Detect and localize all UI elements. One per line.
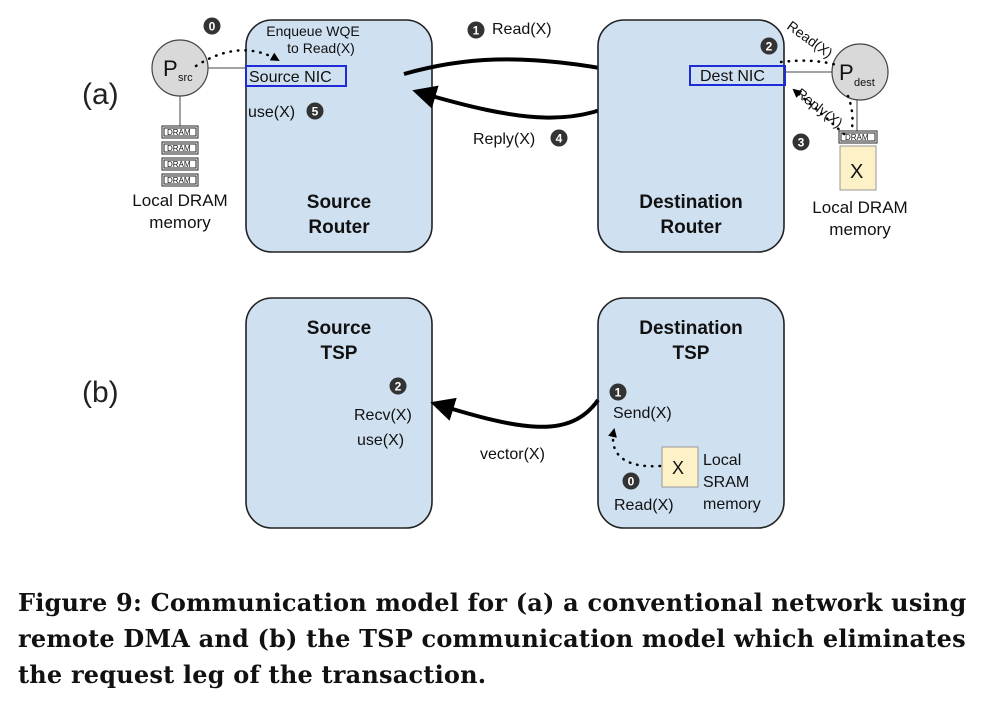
dest-read-dotted (779, 59, 842, 68)
p-src-node: P src (151, 39, 209, 97)
source-tsp-title-1: Source (307, 318, 371, 339)
reply-label: Reply(X) (473, 131, 535, 148)
dest-read-label: Read(X) (784, 17, 836, 61)
svg-text:DRAM: DRAM (167, 128, 191, 137)
recv-label: Recv(X) (354, 407, 412, 424)
step-5-badge: 5 (306, 102, 324, 120)
read-label: Read(X) (492, 21, 552, 38)
vector-label: vector(X) (480, 446, 545, 463)
destination-tsp-title-2: TSP (673, 343, 710, 364)
svg-text:P: P (839, 60, 854, 85)
dest-reply-label: Reply(X) (793, 85, 846, 131)
local-sram-label-3: memory (703, 496, 761, 513)
source-router-title-2: Router (308, 217, 370, 238)
local-dram-dest: DRAM X (838, 130, 878, 191)
svg-text:DRAM: DRAM (167, 160, 191, 169)
vector-arrow (430, 397, 600, 429)
svg-text:2: 2 (766, 40, 773, 54)
svg-text:4: 4 (556, 132, 563, 146)
enqueue-label-2: to Read(X) (287, 40, 355, 56)
local-dram-src-label-1: Local DRAM (132, 191, 227, 210)
local-sram-label-1: Local (703, 452, 741, 469)
svg-text:1: 1 (615, 386, 622, 400)
svg-text:1: 1 (473, 24, 480, 38)
p-dest-node: P dest (831, 43, 889, 101)
part-a-label: (a) (82, 78, 119, 111)
use-x-label-a: use(X) (248, 104, 295, 121)
svg-text:DRAM: DRAM (167, 176, 191, 185)
step-1-badge-b: 1 (609, 383, 627, 401)
destination-router-title-2: Router (660, 217, 722, 238)
source-router-title-1: Source (307, 192, 371, 213)
step-4-badge: 4 (550, 129, 568, 147)
destination-tsp-box (597, 297, 785, 529)
source-nic-box (245, 65, 347, 87)
local-dram-src: DRAM DRAM DRAM DRAM (161, 125, 199, 187)
destination-tsp-title-1: Destination (639, 318, 742, 339)
figure-caption: Figure 9: Communication model for (a) a … (18, 588, 967, 689)
dest-read-to-mem-dotted (846, 94, 854, 130)
destination-router-box (597, 19, 785, 253)
svg-text:src: src (178, 72, 193, 84)
source-tsp-title-2: TSP (321, 343, 358, 364)
svg-text:DRAM: DRAM (845, 133, 869, 142)
svg-text:DRAM: DRAM (167, 144, 191, 153)
local-sram-label-2: SRAM (703, 474, 749, 491)
svg-text:X: X (672, 458, 684, 478)
sram-read-dotted (608, 428, 662, 468)
local-dram-dest-label-1: Local DRAM (812, 198, 907, 217)
sram-read-label: Read(X) (614, 497, 674, 514)
local-dram-src-label-2: memory (149, 213, 211, 232)
step-3-badge: 3 (792, 133, 810, 151)
local-dram-dest-label-2: memory (829, 220, 891, 239)
sram-memory: X (661, 446, 699, 488)
source-nic-label: Source NIC (249, 69, 332, 86)
step-0-badge-b: 0 (622, 472, 640, 490)
destination-router-title-1: Destination (639, 192, 742, 213)
dest-nic-box (689, 65, 786, 86)
step-2-badge-a: 2 (760, 37, 778, 55)
enqueue-dotted-arrow (194, 49, 280, 68)
dest-reply-dotted (792, 88, 846, 136)
svg-text:X: X (850, 161, 863, 183)
read-arrow (403, 56, 628, 81)
svg-text:0: 0 (209, 20, 216, 34)
dest-nic-label: Dest NIC (700, 68, 765, 85)
communication-diagram: (a) P src DRAM DRAM DRAM DRAM Local DRAM… (82, 17, 908, 529)
svg-text:2: 2 (395, 380, 402, 394)
step-0-badge-a: 0 (203, 17, 221, 35)
source-router-box (245, 19, 433, 253)
step-1-badge-a: 1 (467, 21, 485, 39)
svg-text:0: 0 (628, 475, 635, 489)
step-2-badge-b: 2 (389, 377, 407, 395)
svg-text:P: P (163, 56, 178, 81)
enqueue-label-1: Enqueue WQE (266, 23, 359, 39)
svg-text:3: 3 (798, 136, 805, 150)
svg-text:dest: dest (854, 77, 875, 89)
svg-text:5: 5 (312, 105, 319, 119)
part-b-label: (b) (82, 376, 119, 409)
send-label: Send(X) (613, 405, 672, 422)
use-x-label-b: use(X) (357, 432, 404, 449)
